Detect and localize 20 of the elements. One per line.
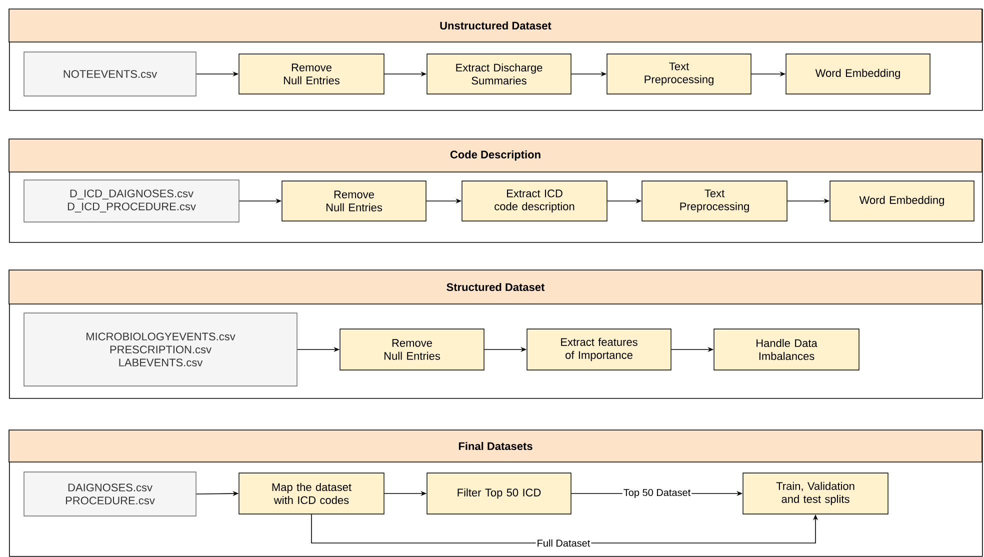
file-box: MICROBIOLOGYEVENTS.csv PRESCRIPTION.csv LABEVENTS.csv [24, 312, 298, 386]
process-box: Extract ICD code description [462, 180, 608, 222]
edge-label: Top 50 Dataset [622, 488, 692, 500]
process-box: Handle Data Imbalances [714, 328, 860, 370]
process-box: Extract Discharge Summaries [426, 54, 572, 94]
process-box: Train, Validation and test splits [742, 472, 888, 514]
file-box: NOTEEVENTS.csv [24, 52, 196, 96]
file-box: DAIGNOSES.csv PROCEDURE.csv [24, 472, 196, 516]
process-box: Remove Null Entries [340, 328, 484, 370]
file-box: D_ICD_DAIGNOSES.csv D_ICD_PROCEDURE.csv [24, 180, 240, 222]
process-box: Word Embedding [830, 180, 974, 222]
process-box: Text Preprocessing [606, 54, 752, 94]
process-box: Word Embedding [786, 54, 930, 94]
process-box: Remove Null Entries [282, 180, 426, 222]
process-box: Extract features of Importance [526, 328, 672, 370]
process-box: Map the dataset with ICD codes [238, 472, 384, 514]
process-box: Text Preprocessing [642, 180, 788, 222]
process-box: Filter Top 50 ICD [426, 472, 572, 514]
edge-label: Full Dataset [536, 538, 592, 548]
process-box: Remove Null Entries [238, 54, 384, 94]
